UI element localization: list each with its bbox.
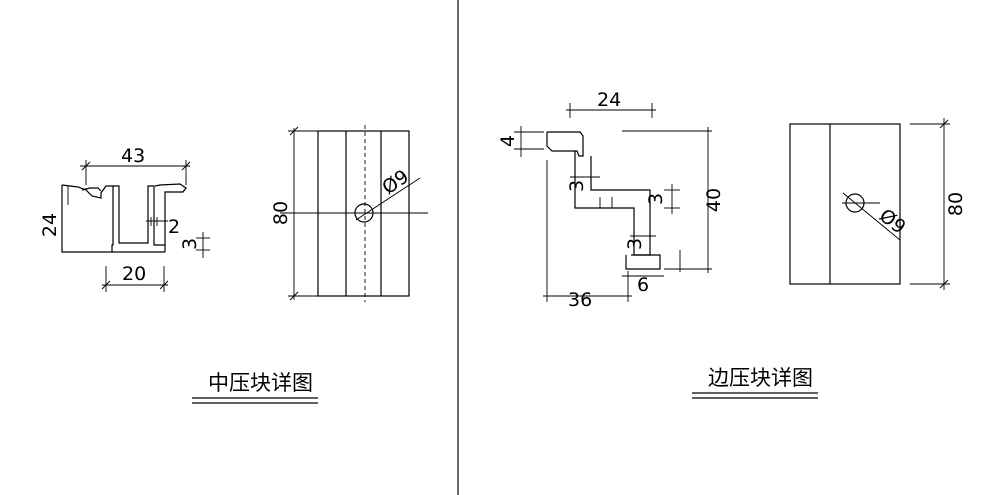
dim-40: 40 [703,188,725,212]
dim-80: 80 [270,201,292,225]
dim-3: 3 [179,238,201,250]
dim-36: 36 [568,289,592,311]
edge-block-section-view: 24 4 3 3 40 3 6 36 [497,89,725,311]
edge-block-title-text: 边压块详图 [708,366,813,390]
middle-block-title-text: 中压块详图 [208,371,313,395]
edge-block-title: 边压块详图 [692,366,818,399]
dim-43: 43 [121,145,145,167]
middle-block-title: 中压块详图 [192,371,318,404]
dim-24: 24 [39,213,61,237]
dim-hole: Ø9 [875,205,910,239]
dim-20: 20 [122,263,146,285]
hole-circle [354,203,374,223]
edge-block-plan-view: Ø9 80 [789,118,967,290]
dim-4: 4 [497,135,519,147]
dim-80: 80 [945,192,967,216]
middle-block-section-view: 43 24 2 3 20 [39,145,210,292]
dim-hole: Ø9 [378,166,413,200]
dim-24: 24 [597,89,621,111]
dim-3-lower: 3 [624,238,646,250]
hole-circle [845,193,865,213]
dim-3-upper: 3 [566,180,588,192]
dim-3-side: 3 [645,193,667,205]
dim-6: 6 [637,274,649,296]
dim-2: 2 [168,216,180,238]
middle-block-plan-view: Ø9 80 [270,125,428,302]
